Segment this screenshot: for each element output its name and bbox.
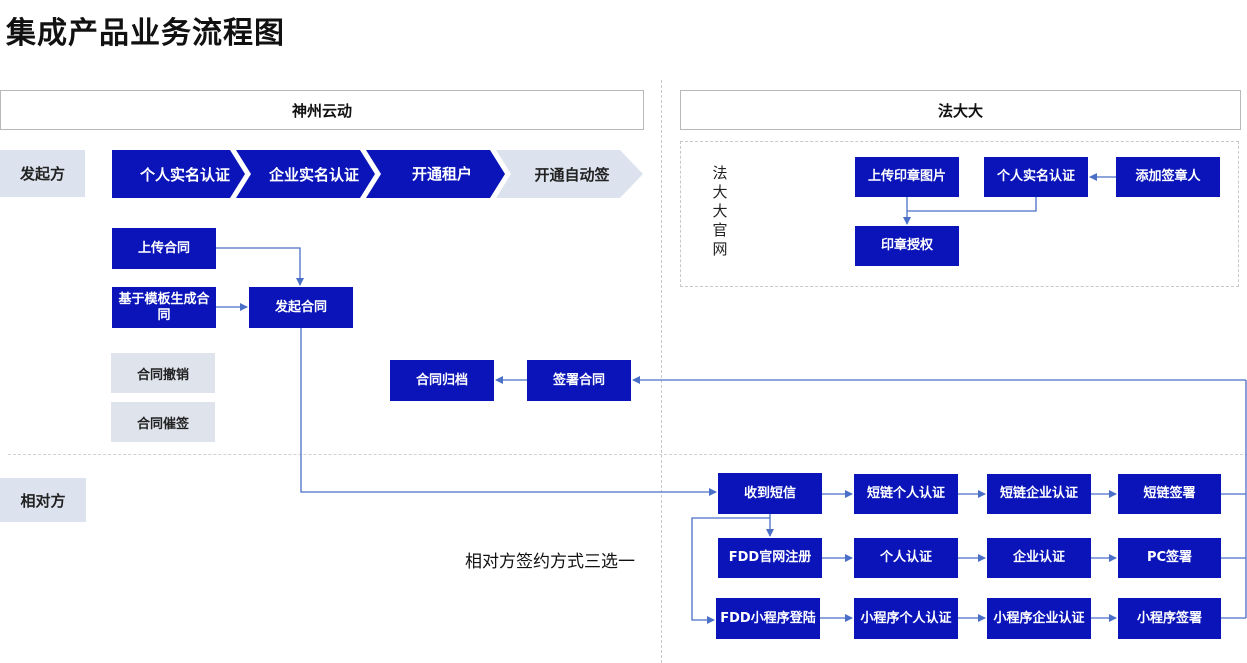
chevron-label-2: 企业实名认证 (268, 165, 359, 184)
archive-contract-box: 合同归档 (390, 360, 494, 401)
personal-verify-box: 个人认证 (854, 538, 958, 578)
fadada-site-area (680, 141, 1239, 287)
shortlink-enterprise-box: 短链企业认证 (987, 474, 1091, 514)
counterparty-note: 相对方签约方式三选一 (465, 552, 635, 572)
upload-seal-box: 上传印章图片 (855, 157, 959, 197)
sign-contract-box: 签署合同 (527, 360, 631, 401)
chevron-label-3: 开通租户 (411, 164, 472, 183)
arrow-start-to-sms (300, 328, 717, 496)
enterprise-verify-box: 企业认证 (987, 538, 1091, 578)
chevron-label-4: 开通自动签 (534, 165, 610, 184)
add-signer-box: 添加签章人 (1116, 157, 1220, 197)
personal-auth-box: 个人实名认证 (984, 157, 1088, 197)
miniapp-personal-box: 小程序个人认证 (854, 598, 958, 639)
upload-contract-box: 上传合同 (112, 228, 216, 269)
arrow-upload-to-start (216, 247, 304, 286)
role-counterparty: 相对方 (0, 478, 86, 522)
miniapp-sign-box: 小程序签署 (1118, 598, 1221, 639)
shortlink-personal-box: 短链个人认证 (854, 474, 958, 514)
row-divider (8, 454, 1247, 455)
role-initiator: 发起方 (0, 150, 85, 197)
sms-box: 收到短信 (718, 473, 822, 514)
pc-sign-box: PC签署 (1118, 538, 1221, 578)
seal-auth-box: 印章授权 (855, 226, 959, 266)
fdd-register-box: FDD官网注册 (718, 538, 822, 578)
chevron-label-1: 个人实名认证 (139, 165, 230, 184)
chevron-step-1 (112, 150, 245, 198)
fdd-miniapp-box: FDD小程序登陆 (716, 598, 820, 639)
panel-fadada: 法大大 (680, 90, 1241, 130)
chevron-step-4 (496, 150, 643, 198)
start-contract-box: 发起合同 (249, 287, 353, 328)
chevron-step-3 (366, 150, 505, 198)
fadada-site-label: 法大大官网 (712, 164, 728, 258)
urge-sign-box: 合同催签 (111, 402, 215, 442)
page-title: 集成产品业务流程图 (6, 16, 285, 51)
miniapp-enterprise-box: 小程序企业认证 (987, 598, 1091, 639)
chevron-step-2 (236, 150, 375, 198)
chevron-process (112, 150, 643, 198)
template-contract-box: 基于模板生成合同 (112, 287, 216, 328)
panel-shenzhou: 神州云动 (0, 90, 644, 130)
revoke-contract-box: 合同撤销 (111, 353, 215, 393)
shortlink-sign-box: 短链签署 (1118, 474, 1221, 514)
column-divider (661, 80, 662, 663)
